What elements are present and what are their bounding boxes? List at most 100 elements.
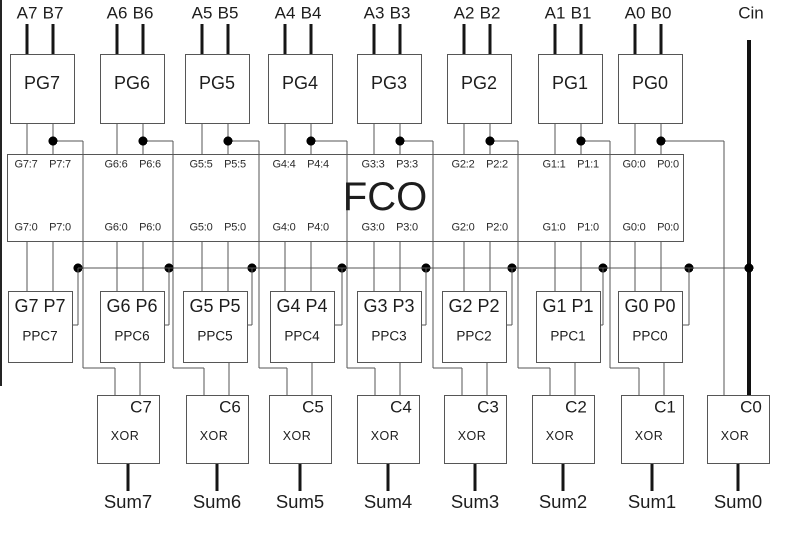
input-a0-label: A0 [624, 3, 646, 23]
pg6-block [100, 54, 165, 124]
input-a5-label: A5 [191, 3, 213, 23]
xor-c6-block [186, 395, 249, 464]
pg1-label: PG1 [551, 73, 589, 93]
ppc6-name-label: PPC6 [114, 328, 150, 344]
ppc2-block [442, 291, 507, 363]
ppc0-name-label: PPC0 [632, 328, 668, 344]
carry-c1-label: C1 [654, 397, 676, 417]
fco-in-p5-label: P5:5 [224, 158, 246, 171]
xor-c2-block [532, 395, 595, 464]
ppc3-block [357, 291, 422, 363]
fco-out-g3-label: G3:0 [361, 221, 385, 234]
fco-in-g4-label: G4:4 [272, 158, 296, 171]
fco-out-p7-label: P7:0 [49, 221, 71, 234]
p1-branch-dot [576, 136, 586, 146]
xor6-label: XOR [199, 428, 229, 443]
ppc0-block [618, 291, 683, 363]
cin-bus-dot [744, 263, 754, 273]
sum7-label: Sum7 [103, 490, 153, 512]
ppc7-block [8, 291, 73, 363]
input-a2-label: A2 [453, 3, 475, 23]
fco-out-p6-label: P6:0 [139, 221, 161, 234]
fco-in-p7-label: P7:7 [49, 158, 71, 171]
fco-out-g0-label: G0:0 [622, 221, 646, 234]
fco-out-g1-label: G1:0 [542, 221, 566, 234]
ppc4-block [270, 291, 335, 363]
p7-branch-dot [48, 136, 58, 146]
pg3-block [357, 54, 422, 124]
xor-c4-block [357, 395, 420, 464]
input-a6-label: A6 [106, 3, 128, 23]
fco-in-p6-label: P6:6 [139, 158, 161, 171]
xor3-label: XOR [457, 428, 487, 443]
ppc5-block [183, 291, 248, 363]
carry-c2-label: C2 [565, 397, 587, 417]
pg7-block [10, 54, 75, 124]
wires-bit-3 [372, 24, 488, 491]
fco-out-g7-label: G7:0 [14, 221, 38, 234]
fco-in-p4-label: P4:4 [307, 158, 329, 171]
sum2-label: Sum2 [538, 490, 588, 512]
p5-branch-dot [223, 136, 233, 146]
input-a3-label: A3 [363, 3, 385, 23]
p2-branch-dot [485, 136, 495, 146]
carry-c5-label: C5 [302, 397, 324, 417]
fco-in-g5-label: G5:5 [189, 158, 213, 171]
fco-in-g0-label: G0:0 [622, 158, 646, 171]
p6-branch-dot [138, 136, 148, 146]
xor5-label: XOR [282, 428, 312, 443]
sum5-label: Sum5 [275, 490, 325, 512]
pg6-label: PG6 [113, 73, 151, 93]
pg4-label: PG4 [281, 73, 319, 93]
wires-bit-2 [462, 24, 576, 491]
ppc6-inputs-label: G6 P6 [106, 296, 158, 316]
input-a4-label: A4 [274, 3, 296, 23]
pg0-block [618, 54, 683, 124]
ppc2-name-label: PPC2 [456, 328, 492, 344]
xor7-label: XOR [110, 428, 140, 443]
fco-in-g7-label: G7:7 [14, 158, 38, 171]
fco-out-p4-label: P4:0 [307, 221, 329, 234]
fco-block [7, 154, 684, 242]
fco-out-p2-label: P2:0 [486, 221, 508, 234]
carry-c0-label: C0 [740, 397, 762, 417]
xor2-label: XOR [545, 428, 575, 443]
ppc4-name-label: PPC4 [284, 328, 320, 344]
cin-label: Cin [738, 3, 764, 23]
ppc5-inputs-label: G5 P5 [189, 296, 241, 316]
sum4-label: Sum4 [363, 490, 413, 512]
xor-c1-block [621, 395, 684, 464]
ppc7-inputs-label: G7 P7 [14, 296, 66, 316]
pg3-label: PG3 [370, 73, 408, 93]
pg2-block [447, 54, 512, 124]
p4-branch-dot [306, 136, 316, 146]
p3-branch-dot [395, 136, 405, 146]
input-b6-label: B6 [132, 3, 154, 23]
xor4-label: XOR [370, 428, 400, 443]
ppc3-inputs-label: G3 P3 [363, 296, 415, 316]
fco-in-p0-label: P0:0 [657, 158, 679, 171]
input-b4-label: B4 [300, 3, 322, 23]
fco-in-g6-label: G6:6 [104, 158, 128, 171]
fco-out-p1-label: P1:0 [577, 221, 599, 234]
xor-c7-block [97, 395, 160, 464]
ppc5-name-label: PPC5 [197, 328, 233, 344]
fco-out-g6-label: G6:0 [104, 221, 128, 234]
fco-in-p3-label: P3:3 [396, 158, 418, 171]
fco-out-p3-label: P3:0 [396, 221, 418, 234]
input-b3-label: B3 [389, 3, 411, 23]
pg5-label: PG5 [198, 73, 236, 93]
sum0-label: Sum0 [713, 490, 763, 512]
p0-branch-dot [656, 136, 666, 146]
input-b5-label: B5 [217, 3, 239, 23]
input-a7-label: A7 [16, 3, 38, 23]
wires-bit-5 [200, 24, 313, 491]
fco-out-p5-label: P5:0 [224, 221, 246, 234]
pg2-label: PG2 [460, 73, 498, 93]
sum3-label: Sum3 [450, 490, 500, 512]
fco-in-g1-label: G1:1 [542, 158, 566, 171]
fco-in-p1-label: P1:1 [577, 158, 599, 171]
carry-c7-label: C7 [130, 397, 152, 417]
input-b2-label: B2 [479, 3, 501, 23]
